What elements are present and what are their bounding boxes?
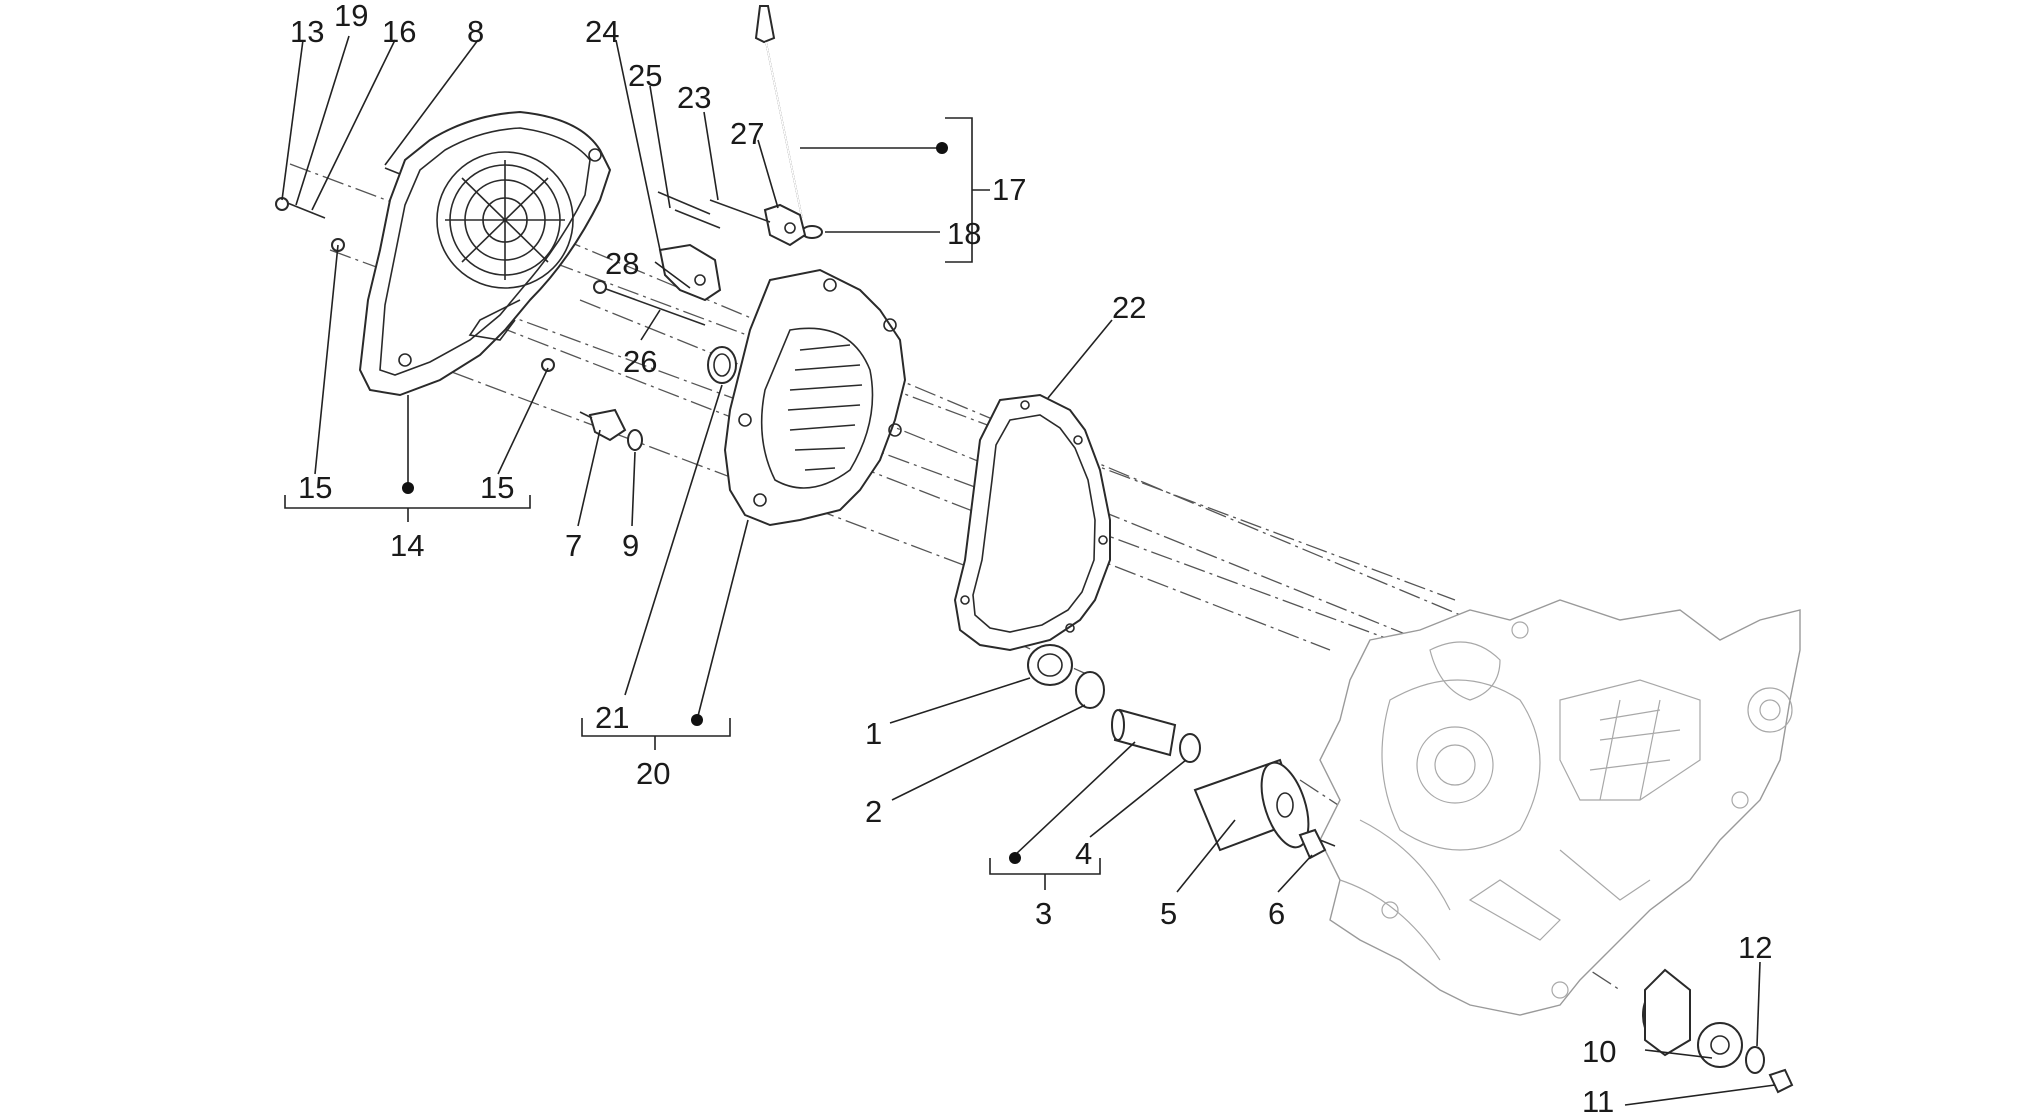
callout-17: 17 [992,172,1026,207]
group-brackets [284,117,1101,890]
gasket-part-22 [953,393,1111,652]
oil-seal-part-21 [707,346,737,384]
callout-16: 16 [382,14,416,49]
callout-23: 23 [677,80,711,115]
callout-24: 24 [585,14,619,49]
callout-8: 8 [467,14,484,49]
callout-11: 11 [1582,1084,1614,1115]
callout-2: 2 [865,794,882,829]
callout-13: 13 [290,14,324,49]
callout-22: 22 [1112,290,1146,325]
callout-7: 7 [565,528,582,563]
callout-labels: 13 19 16 8 24 25 23 27 17 18 28 26 22 15… [290,0,1772,1115]
callout-6: 6 [1268,896,1285,931]
bracket-part-27 [763,203,807,247]
callout-28: 28 [605,246,639,281]
callout-15b: 15 [480,470,514,505]
callout-25: 25 [628,58,662,93]
callout-5: 5 [1160,896,1177,931]
reference-dots [402,142,1021,864]
sprocket-part-10 [1697,1022,1743,1068]
crankcase-housing [1319,599,1801,1016]
callout-1: 1 [865,716,882,751]
dipstick-part-17 [754,5,823,239]
callout-20: 20 [636,756,670,791]
bolts [275,167,771,372]
washer-part-9 [627,429,643,451]
callout-19: 19 [334,0,368,33]
sensor-part-7 [579,408,627,442]
callout-9: 9 [622,528,639,563]
bushing-part-1 [1027,644,1073,686]
washer-part-12 [1745,1046,1765,1074]
callout-10: 10 [1582,1034,1616,1069]
bracket-part-28 [658,243,722,302]
o-ring-part-4 [1179,733,1201,763]
callout-15a: 15 [298,470,332,505]
callout-12: 12 [1738,930,1772,965]
filter-element-part-3 [1111,708,1177,757]
callout-18: 18 [947,216,981,251]
leader-lines [281,35,1776,1106]
callout-3: 3 [1035,896,1052,931]
oil-pump-part-10 [1642,968,1691,1057]
o-ring-part-2 [1075,671,1105,709]
bolt-part-11 [1768,1068,1794,1094]
callout-4: 4 [1075,836,1092,871]
fitting-part-6 [1298,828,1336,860]
callout-21: 21 [595,700,629,735]
callout-26: 26 [623,344,657,379]
callout-14: 14 [390,528,424,563]
fan-cover-part-14 [358,110,612,397]
oil-filter-part-5 [1193,758,1310,852]
callout-27: 27 [730,116,764,151]
crankcase-cover-part-20 [723,268,907,527]
